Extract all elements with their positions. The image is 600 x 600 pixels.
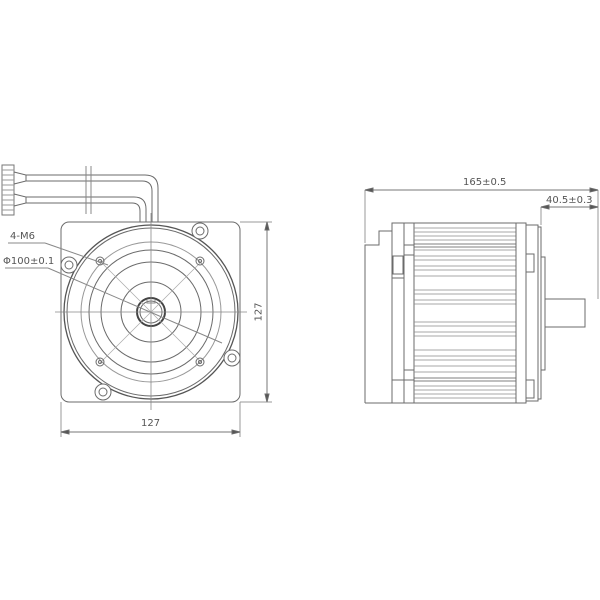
front-view: [1, 164, 272, 437]
shaft-length-label: 40.5±0.3: [546, 195, 593, 206]
cooling-fins: [414, 227, 516, 399]
mounting-screws: [60, 222, 241, 401]
overall-length-label: 165±0.5: [463, 177, 507, 188]
width-dimension-label: 127: [141, 418, 161, 429]
cable: [1, 164, 159, 222]
side-view: [364, 187, 599, 404]
holes-label: 4-M6: [10, 231, 35, 242]
height-dimension-label: 127: [253, 302, 265, 322]
pilot-diameter-label: Φ100±0.1: [3, 256, 55, 267]
output-shaft: [544, 298, 586, 328]
